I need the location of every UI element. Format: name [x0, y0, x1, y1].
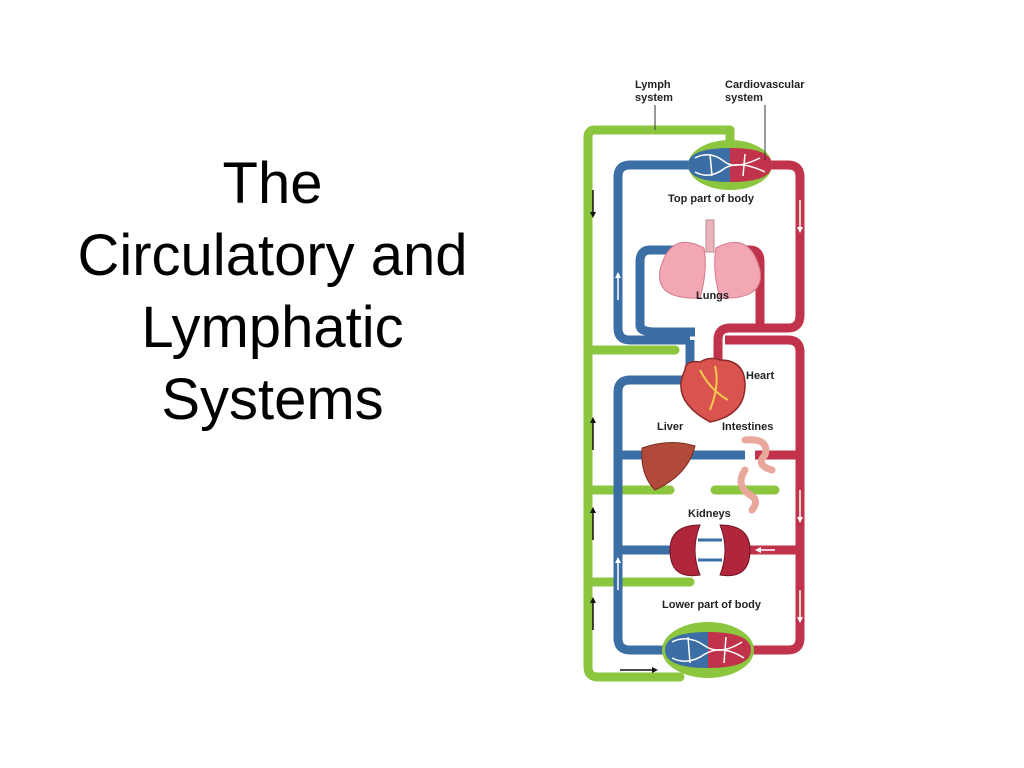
title-line-3: Lymphatic	[141, 295, 404, 360]
flow-arrows	[590, 190, 803, 673]
title-line-2: Circulatory and	[77, 223, 468, 288]
label-cardiovascular-system-2: system	[725, 92, 763, 104]
label-intestines: Intestines	[722, 421, 773, 433]
liver-organ	[641, 442, 696, 491]
label-lymph-system-2: system	[635, 92, 673, 104]
heart-organ	[680, 357, 746, 423]
kidneys-organ	[669, 524, 751, 577]
capillary-bed-top	[688, 140, 772, 190]
lungs-organ	[659, 219, 761, 299]
label-heart: Heart	[746, 370, 774, 382]
slide-title: The Circulatory and Lymphatic Systems	[40, 148, 505, 436]
intestines-organ	[737, 436, 776, 514]
label-liver: Liver	[657, 421, 684, 433]
capillary-bed-bottom	[662, 622, 754, 678]
circulatory-diagram: Lymph system Cardiovascular system Top p…	[583, 79, 805, 682]
title-line-4: Systems	[161, 367, 384, 432]
label-kidneys: Kidneys	[688, 508, 731, 520]
label-lower-part-of-body: Lower part of body	[662, 599, 762, 611]
label-lymph-system: Lymph	[635, 79, 671, 91]
label-cardiovascular-system: Cardiovascular	[725, 79, 805, 91]
title-line-1: The	[222, 151, 323, 216]
label-top-part-of-body: Top part of body	[668, 193, 755, 205]
label-lungs: Lungs	[696, 290, 729, 302]
